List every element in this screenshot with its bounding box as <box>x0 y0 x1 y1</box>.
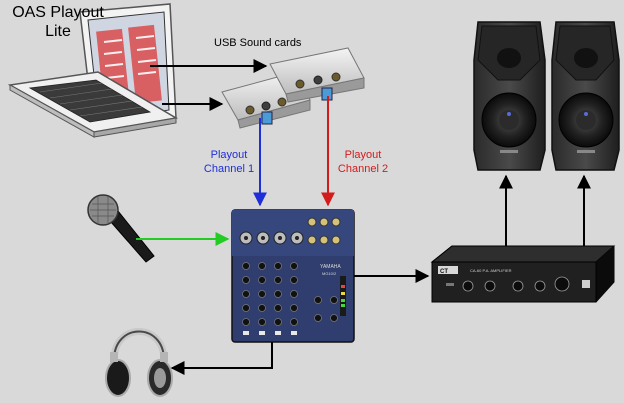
playout-channel-1-label: Playout Channel 1 <box>190 148 268 176</box>
usb-sound-card-2 <box>269 47 365 103</box>
channel1-line2: Channel 1 <box>203 163 255 175</box>
mixer-to-headphones-arrow <box>170 342 273 375</box>
speaker-left <box>473 21 546 171</box>
playout-channel-2-label: Playout Channel 2 <box>330 148 396 176</box>
speaker-right <box>551 21 620 171</box>
amp-brand: CT <box>440 269 448 275</box>
channel2-line2: Channel 2 <box>337 163 389 175</box>
laptop <box>7 3 179 138</box>
connections <box>136 59 591 375</box>
mixer-brand: YAMAHA <box>320 264 341 270</box>
mixer-model: MG10/2 <box>322 271 337 276</box>
mixer: YAMAHA MG10/2 <box>231 209 355 343</box>
app-title-line2: Lite <box>45 23 71 40</box>
channel1-line1: Playout <box>210 149 248 161</box>
amplifier: CT CA-60 P.A. AMPLIFIER <box>430 245 616 303</box>
microphone <box>87 194 155 263</box>
app-title-line1: OAS Playout <box>12 4 104 21</box>
app-title: OAS Playout Lite <box>2 3 114 41</box>
amp-model-text: CA-60 P.A. AMPLIFIER <box>470 268 512 273</box>
usb-sound-cards-label: USB Sound cards <box>214 37 302 49</box>
headphones <box>105 328 173 397</box>
channel2-line1: Playout <box>344 149 382 161</box>
